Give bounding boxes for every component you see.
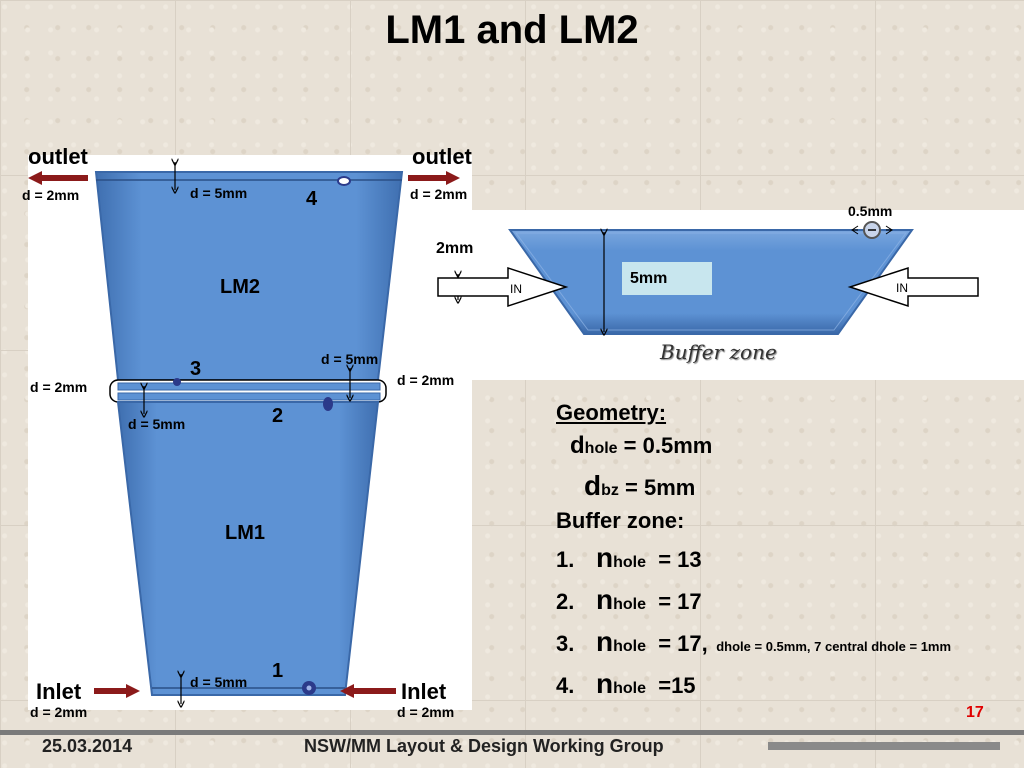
hole-4-label: 4 <box>306 188 318 210</box>
in-right-arrow <box>847 266 979 308</box>
list-item: 2.nhole = 17 <box>556 584 702 615</box>
geometry-heading: Geometry: <box>556 400 667 425</box>
item-3-note: dhole = 0.5mm, 7 central dhole = 1mm <box>716 639 952 654</box>
in-left-label: IN <box>510 282 522 296</box>
d5mm-top: d = 5mm <box>190 185 248 201</box>
d2mm-top-right: d = 2mm <box>410 186 468 202</box>
buffer-chamber <box>508 229 914 335</box>
page-number: 17 <box>966 704 984 721</box>
hole-3 <box>173 378 181 386</box>
footer-divider <box>0 730 1024 735</box>
hole-2-label: 2 <box>272 405 284 427</box>
d2mm-bottom-left: d = 2mm <box>30 704 88 720</box>
d2mm-top-left: d = 2mm <box>22 187 80 203</box>
inlet-left-arrow <box>94 684 140 698</box>
slide-title: LM1 and LM2 <box>385 8 639 52</box>
lm2-label: LM2 <box>220 276 260 298</box>
in-right-label: IN <box>896 281 908 295</box>
buffer-zone-heading: Buffer zone: <box>556 508 685 533</box>
inlet-right-arrow <box>340 684 396 698</box>
outlet-right-arrow <box>408 171 460 185</box>
outlet-left-label: outlet <box>28 144 88 169</box>
d5mm-bottom: d = 5mm <box>190 674 248 690</box>
list-item: 1.nhole = 13 <box>556 542 702 573</box>
d2mm-bottom-right: d = 2mm <box>397 704 455 720</box>
d-bz-line: dbz = 5mm <box>584 470 696 501</box>
d-hole-line: dhole = 0.5mm <box>570 432 713 459</box>
in-left-arrow <box>437 266 569 308</box>
left-panel-bg <box>28 155 472 710</box>
list-item: 3.nhole = 17, dhole = 0.5mm, 7 central d… <box>556 626 952 657</box>
hole-3-label: 3 <box>190 358 202 380</box>
inlet-left-label: Inlet <box>36 679 82 704</box>
hole-1-label: 1 <box>272 660 284 682</box>
buffer-hole <box>863 221 881 239</box>
list-item: 4.nhole =15 <box>556 668 696 699</box>
hole-2 <box>323 397 333 411</box>
outlet-right-label: outlet <box>412 144 472 169</box>
d2mm-mid-right: d = 2mm <box>397 372 455 385</box>
height-label: 2mm <box>436 240 474 257</box>
d5mm-band-left: d = 5mm <box>128 416 186 432</box>
buffer-zone-caption: Buffer zone <box>660 340 777 364</box>
footer-accent-bar <box>768 742 1000 750</box>
footer-date: 25.03.2014 <box>42 736 133 756</box>
outlet-left-arrow <box>28 171 88 185</box>
hole-size-label: 0.5mm <box>848 203 893 219</box>
hole-1 <box>302 681 316 695</box>
footer-group: NSW/MM Layout & Design Working Group <box>304 736 664 756</box>
depth-label: 5mm <box>630 270 668 287</box>
d2mm-mid-left: d = 2mm <box>30 379 88 395</box>
inlet-right-label: Inlet <box>401 679 447 704</box>
lm1-label: LM1 <box>225 522 265 544</box>
buffer-band <box>109 379 387 403</box>
hole-4 <box>337 176 351 186</box>
d5mm-band-right: d = 5mm <box>321 351 379 367</box>
lm1-chamber <box>116 401 380 696</box>
